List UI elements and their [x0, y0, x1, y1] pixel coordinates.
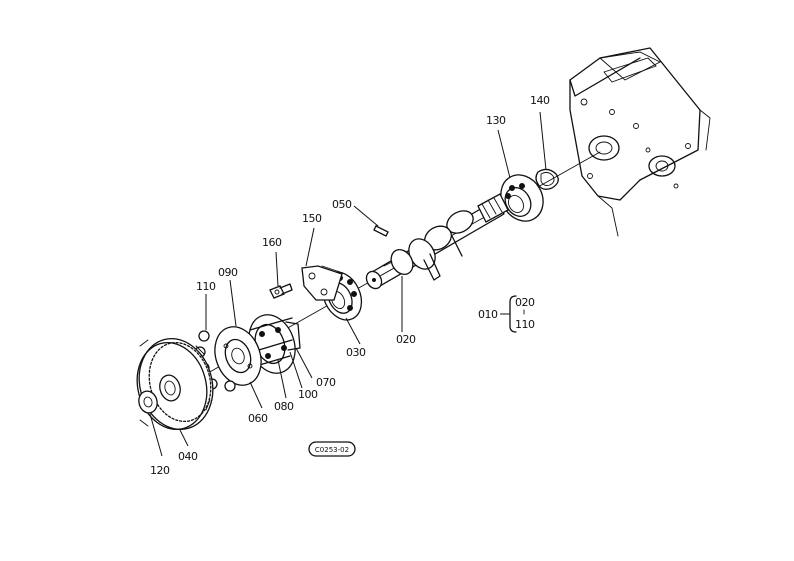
legend-child-1: 020 — [515, 296, 535, 309]
label-090: 090 — [218, 266, 238, 279]
label-150: 150 — [302, 212, 322, 225]
label-020: 020 — [396, 333, 416, 346]
legend-parent: 010 — [478, 308, 498, 321]
part-120-collar — [138, 390, 158, 414]
housing-block — [569, 47, 711, 237]
label-070: 070 — [316, 376, 336, 389]
label-100: 100 — [298, 388, 318, 401]
label-160: 160 — [262, 236, 282, 249]
label-130: 130 — [486, 114, 506, 127]
label-060: 060 — [248, 412, 268, 425]
label-050: 050 — [332, 198, 352, 211]
label-120: 120 — [150, 464, 170, 477]
label-080: 080 — [274, 400, 294, 413]
label-110: 110 — [196, 280, 216, 293]
part-040-cam-gear — [136, 337, 214, 431]
part-160-bolt — [269, 283, 293, 299]
drawing-ref-text: C0253-02 — [315, 446, 349, 454]
legend-child-2: 110 — [515, 318, 535, 331]
part-140-seal-ring — [535, 168, 559, 190]
label-030: 030 — [346, 346, 366, 359]
label-040: 040 — [178, 450, 198, 463]
part-150-thrust-plate — [301, 265, 343, 301]
part-060-090-flange — [214, 326, 262, 386]
part-020-camshaft — [365, 193, 509, 290]
assembly-legend: 010 020 110 — [478, 295, 535, 333]
drawing-reference-stamp: C0253-02 — [308, 441, 356, 457]
leader-lines — [149, 111, 547, 457]
part-050-key — [373, 225, 389, 237]
label-140: 140 — [530, 94, 550, 107]
